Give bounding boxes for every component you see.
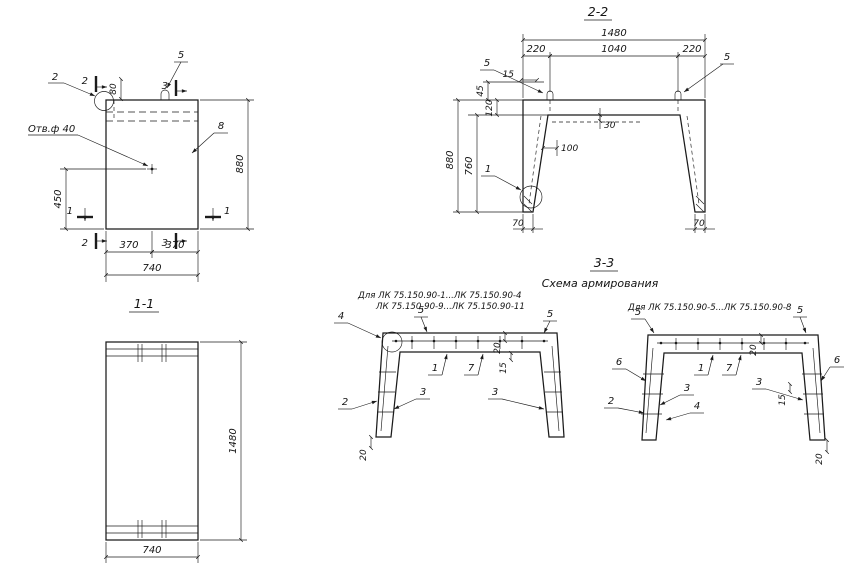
- scheme-right-callout-1: 1: [698, 363, 704, 374]
- scheme-right-dim-20-top: 20: [749, 344, 759, 356]
- section2-dim-1480: 1480: [601, 28, 626, 39]
- front-section-mark-2-top: 2: [82, 76, 88, 87]
- section2-dim-30: 30: [604, 121, 616, 131]
- scheme-right-callout-3-right: 3: [756, 377, 762, 388]
- scheme-left-dim-15: 15: [499, 362, 509, 374]
- section2-detail-circle: [519, 185, 543, 209]
- section2-dim-1040: 1040: [601, 44, 626, 55]
- plan-body-outline: [105, 341, 199, 541]
- scheme-left-detail-circle: [381, 331, 403, 353]
- scheme-left-callout-1: 1: [432, 363, 438, 374]
- front-detail-circle: [94, 91, 114, 111]
- scheme-left-callout-3-right: 3: [492, 387, 498, 398]
- scheme-left-callout-5-right: 5: [547, 309, 553, 320]
- scheme-right-dim-15: 15: [778, 394, 788, 406]
- scheme-left-note-2: ЛК 75.150.90-9...ЛК 75.150.90-11: [375, 302, 525, 312]
- section2-dim-100: 100: [561, 144, 578, 154]
- scheme-right-callout-5-right: 5: [797, 305, 803, 316]
- scheme-right-callout-6-right: 6: [834, 355, 840, 366]
- scheme-right-rebar-dots: [659, 341, 807, 345]
- front-callouts: 2 5 8 Отв.ф 40: [28, 50, 228, 167]
- section2-callout-5-right: 5: [724, 52, 730, 63]
- front-hole-center: [150, 167, 154, 171]
- scheme-right-callout-4: 4: [694, 401, 700, 412]
- scheme-right-callout-5-left: 5: [635, 307, 641, 318]
- scheme-subtitle: Схема армирования: [542, 277, 659, 290]
- section2-dim-45: 45: [476, 85, 486, 97]
- section-2-2: 2-2 1480 220 1040 220: [445, 4, 734, 233]
- section2-dim-220-left: 220: [526, 44, 545, 55]
- front-body-outline: [105, 99, 199, 230]
- scheme-left-outline: [375, 332, 565, 438]
- section2-loop-right: [674, 90, 682, 100]
- section2-dim-760: 760: [464, 156, 475, 175]
- scheme-left-callout-4: 4: [338, 311, 344, 322]
- section2-title: 2-2: [588, 4, 608, 19]
- front-dim-880: 880: [235, 154, 246, 173]
- scheme-left-callout-3-left: 3: [420, 387, 426, 398]
- scheme-left-dim-20-bottom: 20: [359, 449, 369, 461]
- plan-loop-marks-bottom: [137, 520, 167, 538]
- section2-outline: [519, 90, 706, 213]
- section-3-3: 3-3 Схема армирования Для ЛК 75.150.90-1…: [334, 255, 844, 465]
- front-callout-5-label: 5: [178, 50, 184, 61]
- front-lifting-loop: [160, 89, 170, 100]
- scheme-right-callout-3-left: 3: [684, 383, 690, 394]
- section2-dim-880: 880: [445, 150, 456, 169]
- section2-body-outline: [522, 99, 706, 213]
- rebar-scheme-left: Для ЛК 75.150.90-1...ЛК 75.150.90-4 ЛК 7…: [334, 291, 565, 461]
- scheme-right-outline: [641, 334, 826, 441]
- scheme-left-dim-20-top: 20: [493, 342, 503, 354]
- front-dim-740: 740: [142, 263, 161, 274]
- front-dimensions: 80 450 880 370 370 740: [53, 76, 254, 282]
- scheme-left-callout-2: 2: [342, 397, 348, 408]
- front-section-mark-1-right: 1: [224, 206, 230, 217]
- plan-dim-1480: 1480: [228, 428, 239, 453]
- front-dim-370-left: 370: [119, 240, 138, 251]
- scheme-left-rebar-dots: [394, 339, 546, 343]
- scheme-left-note-1: Для ЛК 75.150.90-1...ЛК 75.150.90-4: [357, 291, 522, 301]
- section2-callouts: 5 5 1: [480, 52, 734, 191]
- section2-top-dimensions: 1480 220 1040 220: [520, 28, 708, 98]
- front-callout-8-label: 8: [218, 121, 224, 132]
- section2-dim-120: 120: [485, 99, 495, 116]
- scheme-title: 3-3: [594, 255, 614, 270]
- scheme-right-callout-7: 7: [726, 363, 733, 374]
- plan-dim-740: 740: [142, 545, 161, 556]
- scheme-right-callout-2: 2: [608, 396, 614, 407]
- front-section-mark-3-top: 3: [162, 81, 168, 92]
- section2-dim-220-right: 220: [682, 44, 701, 55]
- scheme-left-callout-5-left: 5: [418, 305, 424, 316]
- front-outline: [94, 89, 199, 230]
- scheme-right-note-1: Для ЛК 75.150.90-5...ЛК 75.150.90-8: [627, 303, 792, 313]
- front-section-mark-3-bottom: 3: [162, 238, 168, 249]
- front-dim-370-right: 370: [165, 240, 184, 251]
- scheme-right-dim-20-bottom: 20: [815, 453, 825, 465]
- plan-outline: [105, 341, 199, 541]
- scheme-right-callout-6-left: 6: [616, 357, 622, 368]
- front-section-mark-2-bottom: 2: [82, 238, 88, 249]
- plan-dimensions: 1480 740: [103, 339, 247, 563]
- plan-loop-marks-top: [137, 344, 167, 362]
- section2-dim-15: 15: [503, 70, 515, 80]
- rebar-scheme-right: Для ЛК 75.150.90-5...ЛК 75.150.90-8 5 5 …: [604, 303, 844, 465]
- section2-callout-1: 1: [485, 164, 491, 175]
- front-section-mark-1-left: 1: [67, 206, 73, 217]
- scheme-left-callout-7: 7: [468, 363, 475, 374]
- section2-callout-5-left: 5: [484, 58, 490, 69]
- front-section-marks: 2 2 3 3 1 1: [67, 76, 230, 249]
- front-hole-label: Отв.ф 40: [28, 124, 75, 135]
- plan-view: 1-1 1480 740: [103, 296, 247, 563]
- front-view: 2 5 8 Отв.ф 40 2 2 3 3: [28, 50, 254, 282]
- section2-side-dimensions: 15 45 120 880 760 30 100 70: [445, 70, 715, 233]
- front-dim-80: 80: [109, 83, 119, 95]
- plan-title: 1-1: [134, 296, 154, 311]
- section2-dim-70-right: 70: [693, 219, 705, 229]
- front-dim-450: 450: [53, 189, 64, 208]
- front-callout-2-label: 2: [52, 72, 58, 83]
- section2-loop-left: [546, 90, 554, 100]
- section2-dim-70-left: 70: [512, 219, 524, 229]
